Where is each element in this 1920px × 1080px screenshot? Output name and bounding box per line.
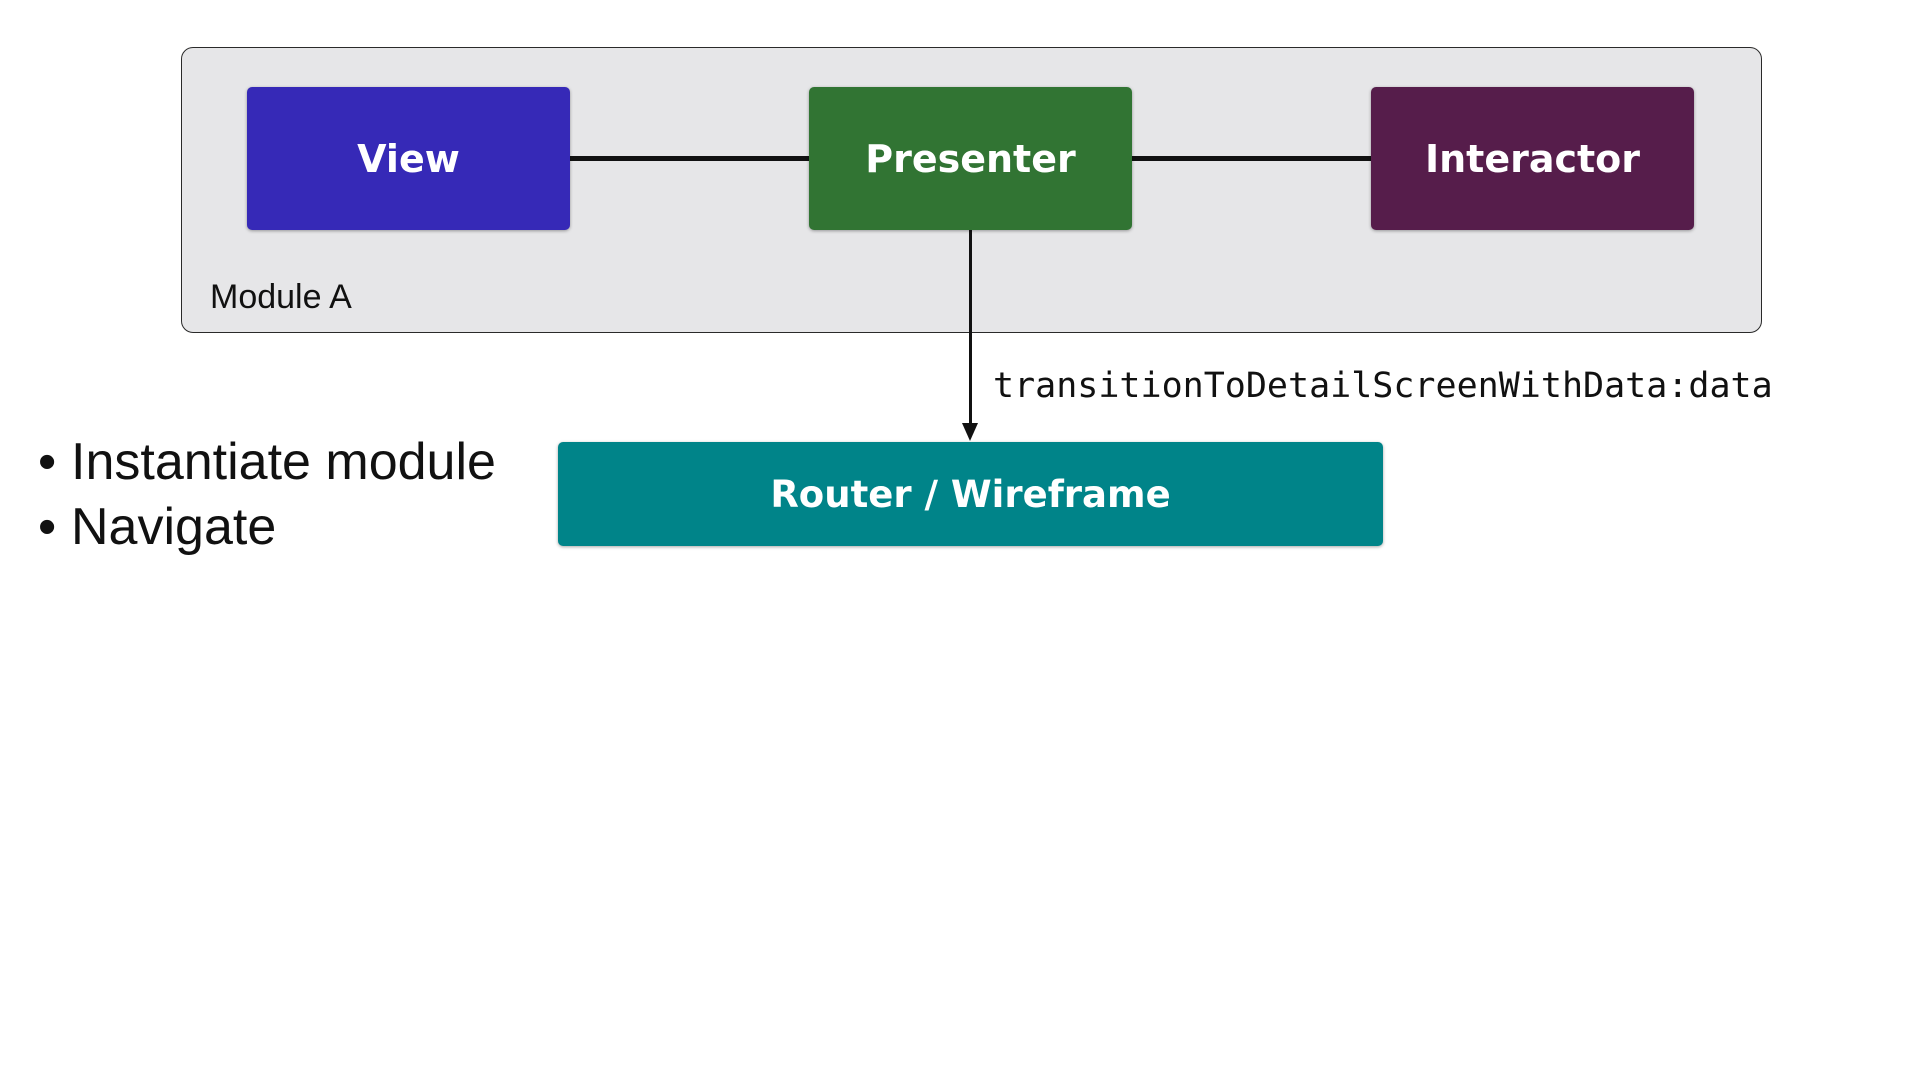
bullet-text: Instantiate module (71, 433, 496, 491)
router-wireframe-node: Router / Wireframe (558, 442, 1383, 546)
presenter-router-arrow-line (969, 230, 972, 426)
presenter-node: Presenter (809, 87, 1132, 230)
bullet-text: Navigate (71, 498, 277, 556)
bullet-item: • Navigate (38, 495, 496, 560)
arrowhead-icon (962, 423, 978, 441)
view-presenter-connector (570, 156, 809, 161)
bullet-list: • Instantiate module • Navigate (38, 430, 496, 560)
view-node: View (247, 87, 570, 230)
bullet-icon: • (38, 433, 57, 491)
module-label: Module A (210, 278, 352, 316)
bullet-item: • Instantiate module (38, 430, 496, 495)
interactor-node: Interactor (1371, 87, 1694, 230)
bullet-icon: • (38, 498, 57, 556)
presenter-interactor-connector (1132, 156, 1371, 161)
transition-edge-label: transitionToDetailScreenWithData:data (993, 366, 1773, 406)
